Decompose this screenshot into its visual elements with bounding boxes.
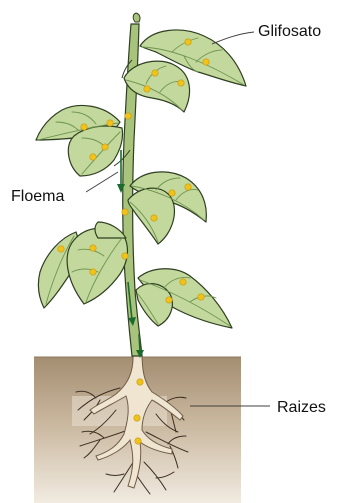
glyphosate-dot [203,59,209,65]
roots-label: Raizes [277,400,326,416]
glyphosate-dot [122,209,128,215]
glyphosate-dot [151,215,157,221]
glyphosate-dot [198,294,204,300]
glyphosate-dot [144,86,150,92]
glyphosate-dot [169,190,175,196]
glyphosate-leader [212,32,254,44]
glyphosate-dot [125,113,131,119]
glyphosate-dot [102,144,108,150]
glyphosate-dot [185,184,191,190]
leaf-lower-left-back [95,222,126,238]
phloem-label: Floema [11,189,64,205]
glyphosate-dot [90,154,96,160]
glyphosate-dot [178,80,184,86]
glyphosate-dot [122,253,128,259]
arrow-shaft-root [139,334,140,352]
leaf-left-lower [68,126,122,176]
glyphosate-dot [185,39,191,45]
glyphosate-dot [135,438,141,444]
glyphosate-dot [90,269,96,275]
leaves [36,30,246,328]
glyphosate-dot [152,70,158,76]
glyphosate-dot [137,379,143,385]
glyphosate-dot [90,245,96,251]
glyphosate-dot [134,415,140,421]
glyphosate-label: Glifosato [258,24,321,40]
leaf-lower-left [67,228,127,304]
glyphosate-dot [166,297,172,303]
glyphosate-dot [107,120,113,126]
glyphosate-dot [81,124,87,130]
glyphosate-dot [58,246,64,252]
leaf-bottom-right-lower [136,284,172,326]
glyphosate-dot [180,279,186,285]
